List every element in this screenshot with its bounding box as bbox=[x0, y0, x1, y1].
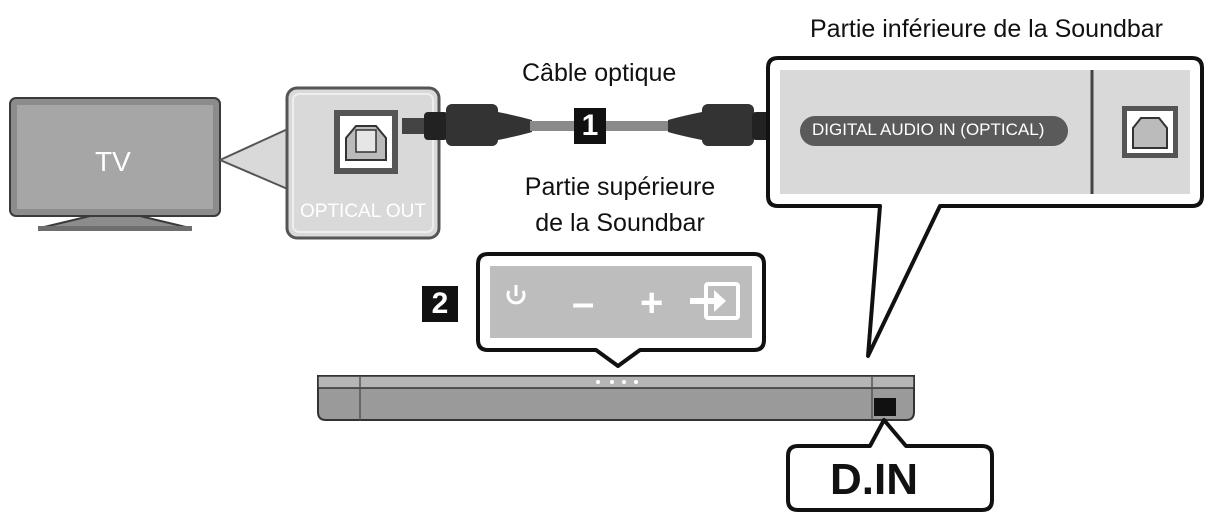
din-label: D.IN bbox=[830, 455, 918, 504]
optical-out-label: OPTICAL OUT bbox=[300, 201, 426, 222]
bottom-callout bbox=[766, 56, 1204, 358]
volume-up-button: + bbox=[640, 281, 664, 325]
optical-out-panel bbox=[285, 86, 441, 240]
cable-left-plug bbox=[402, 104, 532, 146]
power-icon bbox=[506, 285, 526, 305]
top-callout bbox=[476, 252, 766, 368]
top-callout-title-2: de la Soundbar bbox=[535, 209, 705, 237]
soundbar-illustration bbox=[317, 375, 915, 421]
tv-pointer bbox=[217, 126, 291, 192]
din-callout bbox=[786, 418, 994, 512]
tv-label: TV bbox=[95, 146, 131, 177]
tv-illustration bbox=[9, 97, 221, 231]
bottom-callout-title: Partie inférieure de la Soundbar bbox=[810, 15, 1164, 43]
step-1-badge: 1 bbox=[574, 108, 606, 144]
top-callout-title-1: Partie supérieure bbox=[524, 173, 716, 201]
source-icon bbox=[690, 282, 740, 320]
step-2-badge: 2 bbox=[422, 286, 458, 322]
volume-down-button: – bbox=[572, 281, 595, 325]
cable-label: Câble optique bbox=[522, 59, 677, 87]
digital-audio-in-label: DIGITAL AUDIO IN (OPTICAL) bbox=[812, 120, 1045, 139]
